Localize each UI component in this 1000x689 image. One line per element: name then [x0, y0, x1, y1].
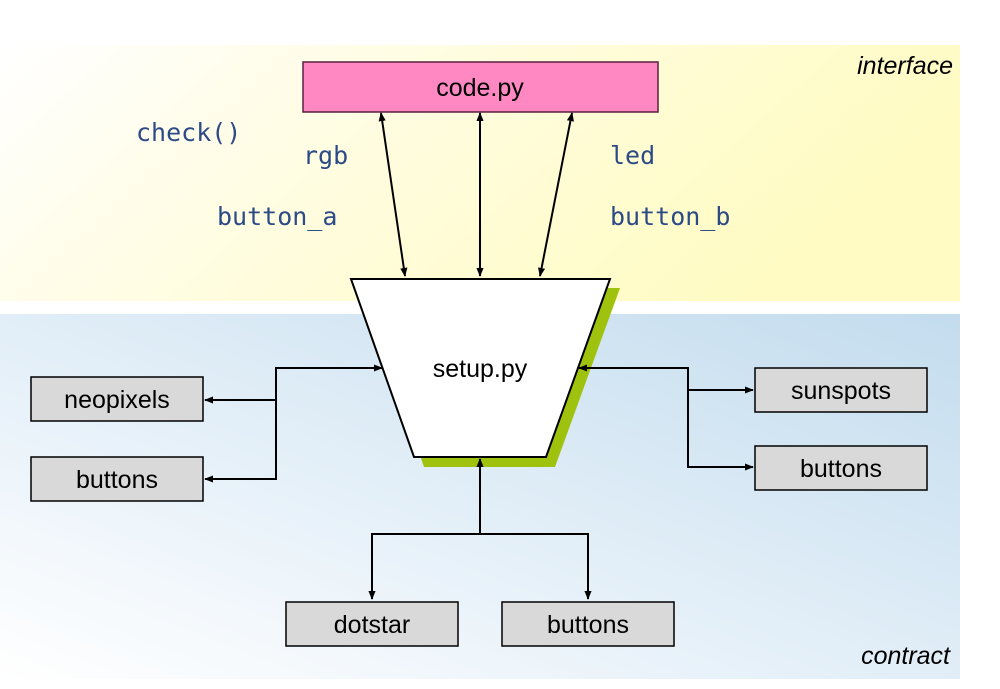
neopixels-label: neopixels	[64, 386, 170, 414]
left-buttons-box	[30, 456, 204, 502]
arrow-rgb	[378, 112, 408, 277]
button-b-label: button_b	[610, 202, 730, 231]
right-buttons-label: buttons	[800, 455, 882, 483]
left-buttons-label: buttons	[76, 466, 158, 494]
led-label: led	[610, 141, 655, 170]
arrow-led	[538, 112, 574, 277]
check-label: check()	[136, 118, 241, 147]
setup-py-shape	[349, 278, 612, 458]
code-py-box	[302, 61, 659, 113]
sunspots-label: sunspots	[791, 377, 891, 405]
neopixels-box	[30, 376, 204, 422]
button-a-label: button_a	[217, 202, 337, 231]
interface-label: interface	[857, 52, 953, 80]
dotstar-box	[285, 601, 459, 647]
dotstar-label: dotstar	[334, 611, 410, 639]
contract-label: contract	[861, 642, 951, 670]
bottom-buttons-label: buttons	[547, 611, 629, 639]
rgb-label: rgb	[303, 141, 348, 170]
right-buttons-box	[754, 445, 928, 491]
code-py-label: code.py	[436, 74, 524, 102]
bottom-buttons-box	[501, 601, 675, 647]
sunspots-box	[754, 367, 928, 413]
setup-py-label: setup.py	[433, 355, 528, 383]
